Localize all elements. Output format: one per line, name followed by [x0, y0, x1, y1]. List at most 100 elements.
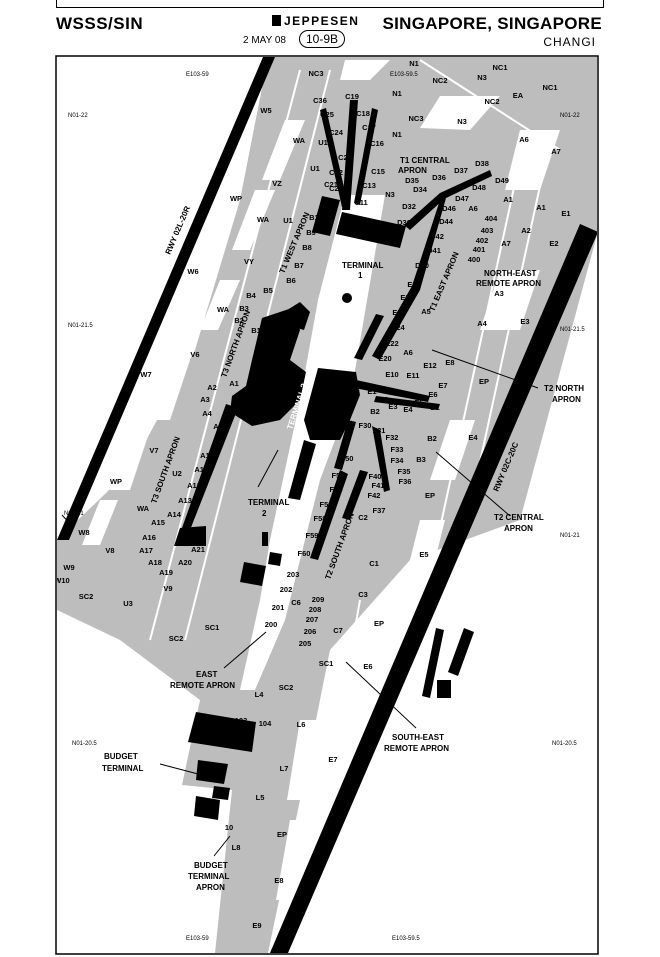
island: [505, 130, 560, 190]
map-label: D41: [427, 246, 441, 255]
map-label: C7: [333, 626, 343, 635]
island: [82, 500, 118, 545]
pier-f-south: [310, 470, 348, 560]
airport-identifier: WSSS/SIN: [56, 14, 144, 33]
map-label: A2: [207, 383, 217, 392]
map-label: B5: [263, 286, 273, 295]
map-label: A16: [142, 533, 156, 542]
coordinate-grid: E103-59 E103-59.5 E103-59 E103-59.5 N01-…: [64, 72, 585, 942]
map-label: W7: [140, 370, 151, 379]
chart-number: 10-9B: [299, 30, 346, 48]
map-label: E22: [385, 339, 398, 348]
callout-leaders: [61, 349, 539, 857]
pier-c-east: [354, 108, 378, 205]
map-label: A11: [194, 465, 207, 474]
building: [268, 552, 282, 566]
map-label: E20: [378, 354, 391, 363]
map-label: D37: [454, 166, 468, 175]
map-label: D48: [472, 183, 486, 192]
island: [262, 120, 305, 180]
chart-date: 2 MAY 08: [243, 35, 286, 46]
map-label: F31: [373, 426, 386, 435]
pier-d: [404, 170, 492, 230]
map-label: N1: [392, 89, 402, 98]
map-label: A1: [536, 203, 546, 212]
building: [262, 532, 268, 546]
building: [212, 786, 230, 800]
map-label: B9: [306, 228, 316, 237]
map-label: 104: [259, 719, 272, 728]
island: [430, 420, 475, 480]
map-label: E3: [520, 317, 529, 326]
map-label: E9: [252, 921, 261, 930]
map-label: B8: [302, 243, 312, 252]
island: [420, 96, 500, 130]
map-label: N3: [457, 117, 467, 126]
map-label: E8: [274, 876, 283, 885]
building: [437, 680, 451, 698]
map-label: E6: [428, 390, 437, 399]
map-label: 103: [235, 716, 248, 725]
map-label: E5: [419, 550, 428, 559]
pier-c-west: [320, 108, 348, 207]
map-label: F34: [391, 456, 405, 465]
map-label: U2: [172, 469, 182, 478]
map-label: 207: [306, 615, 319, 624]
map-label: E6: [363, 662, 372, 671]
map-label: A18: [148, 558, 162, 567]
runway-02l-20r: [57, 57, 275, 540]
t2-north-apron-label: T2 NORTH: [544, 384, 584, 393]
coord-n01215-left: N01-21.5: [68, 323, 93, 329]
se-remote-apron-label: SOUTH-EAST: [392, 733, 444, 742]
map-label: D32: [402, 202, 416, 211]
map-label: A6: [519, 135, 529, 144]
ne-remote-apron-label-2: REMOTE APRON: [476, 279, 541, 288]
pier-e-t2: [354, 380, 430, 402]
map-label: EP: [374, 619, 384, 628]
map-label: D49: [495, 176, 509, 185]
map-label: C6: [291, 598, 301, 607]
terminal-2-number: 2: [262, 509, 267, 518]
map-label: A20: [178, 558, 192, 567]
map-label: E1: [561, 209, 570, 218]
map-label: D36: [432, 173, 446, 182]
airport-name: CHANGI: [543, 35, 596, 49]
map-label: D47: [455, 194, 469, 203]
map-label: WP: [230, 194, 242, 203]
map-label: N3: [477, 73, 487, 82]
map-label: F58: [314, 514, 327, 523]
map-label: L4: [255, 690, 265, 699]
map-label: NC1: [542, 83, 557, 92]
map-label: A13: [178, 496, 192, 505]
terminal-buildings: [174, 100, 492, 820]
terminal-3-block: [230, 308, 306, 426]
pier-f-mid: [342, 470, 368, 520]
map-label: C24: [329, 128, 344, 137]
island: [200, 280, 240, 330]
map-label: C23: [338, 153, 352, 162]
map-label: 209: [312, 595, 325, 604]
budget-apron-label-2: TERMINAL: [188, 872, 229, 881]
brand-name: JEPPESEN: [284, 14, 360, 28]
map-label: 400: [468, 255, 481, 264]
map-label: WP: [110, 477, 122, 486]
leader-budget-terminal: [159, 763, 199, 775]
coord-n01205-left: N01-20.5: [72, 741, 97, 747]
map-label: E11: [407, 371, 420, 380]
map-label: E4: [403, 405, 413, 414]
coord-bottom-left: E103-59: [186, 936, 209, 942]
map-label: E27: [400, 293, 413, 302]
map-label: E7: [328, 755, 337, 764]
map-label: D35: [405, 176, 419, 185]
map-label: 402: [476, 236, 489, 245]
terminal-2-link: [288, 440, 316, 500]
map-label: SC2: [169, 634, 184, 643]
terminal-1-block: [336, 212, 406, 248]
island: [276, 820, 305, 900]
map-label: E2: [549, 239, 558, 248]
budget-terminal-label-2: TERMINAL: [102, 764, 143, 773]
map-label: L8: [232, 843, 241, 852]
island: [287, 720, 318, 800]
map-label: C1: [369, 559, 379, 568]
map-label: E7: [438, 381, 447, 390]
